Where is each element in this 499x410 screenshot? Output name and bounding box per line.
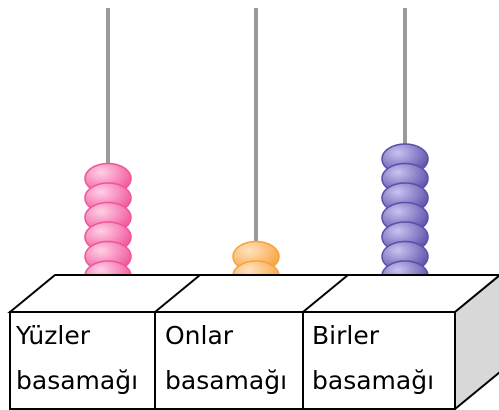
- box-top-divider-1: [154, 274, 201, 313]
- box-top-divider-2: [302, 274, 349, 313]
- label-birler-line2: basamağı: [312, 366, 434, 395]
- rods: [106, 8, 407, 280]
- box-front-face: [9, 311, 456, 410]
- place-value-labels: Yüzler basamağı Onlar basamağı Birler ba…: [15, 321, 434, 395]
- label-yuzler-line2: basamağı: [16, 366, 138, 395]
- base-box: [7, 274, 499, 410]
- label-onlar-line2: basamağı: [165, 366, 287, 395]
- label-birler-line1: Birler: [312, 321, 380, 350]
- beads: [84, 143, 429, 292]
- box-top-face: [7, 274, 499, 313]
- label-onlar-line1: Onlar: [165, 321, 234, 350]
- label-yuzler-line1: Yüzler: [15, 321, 91, 350]
